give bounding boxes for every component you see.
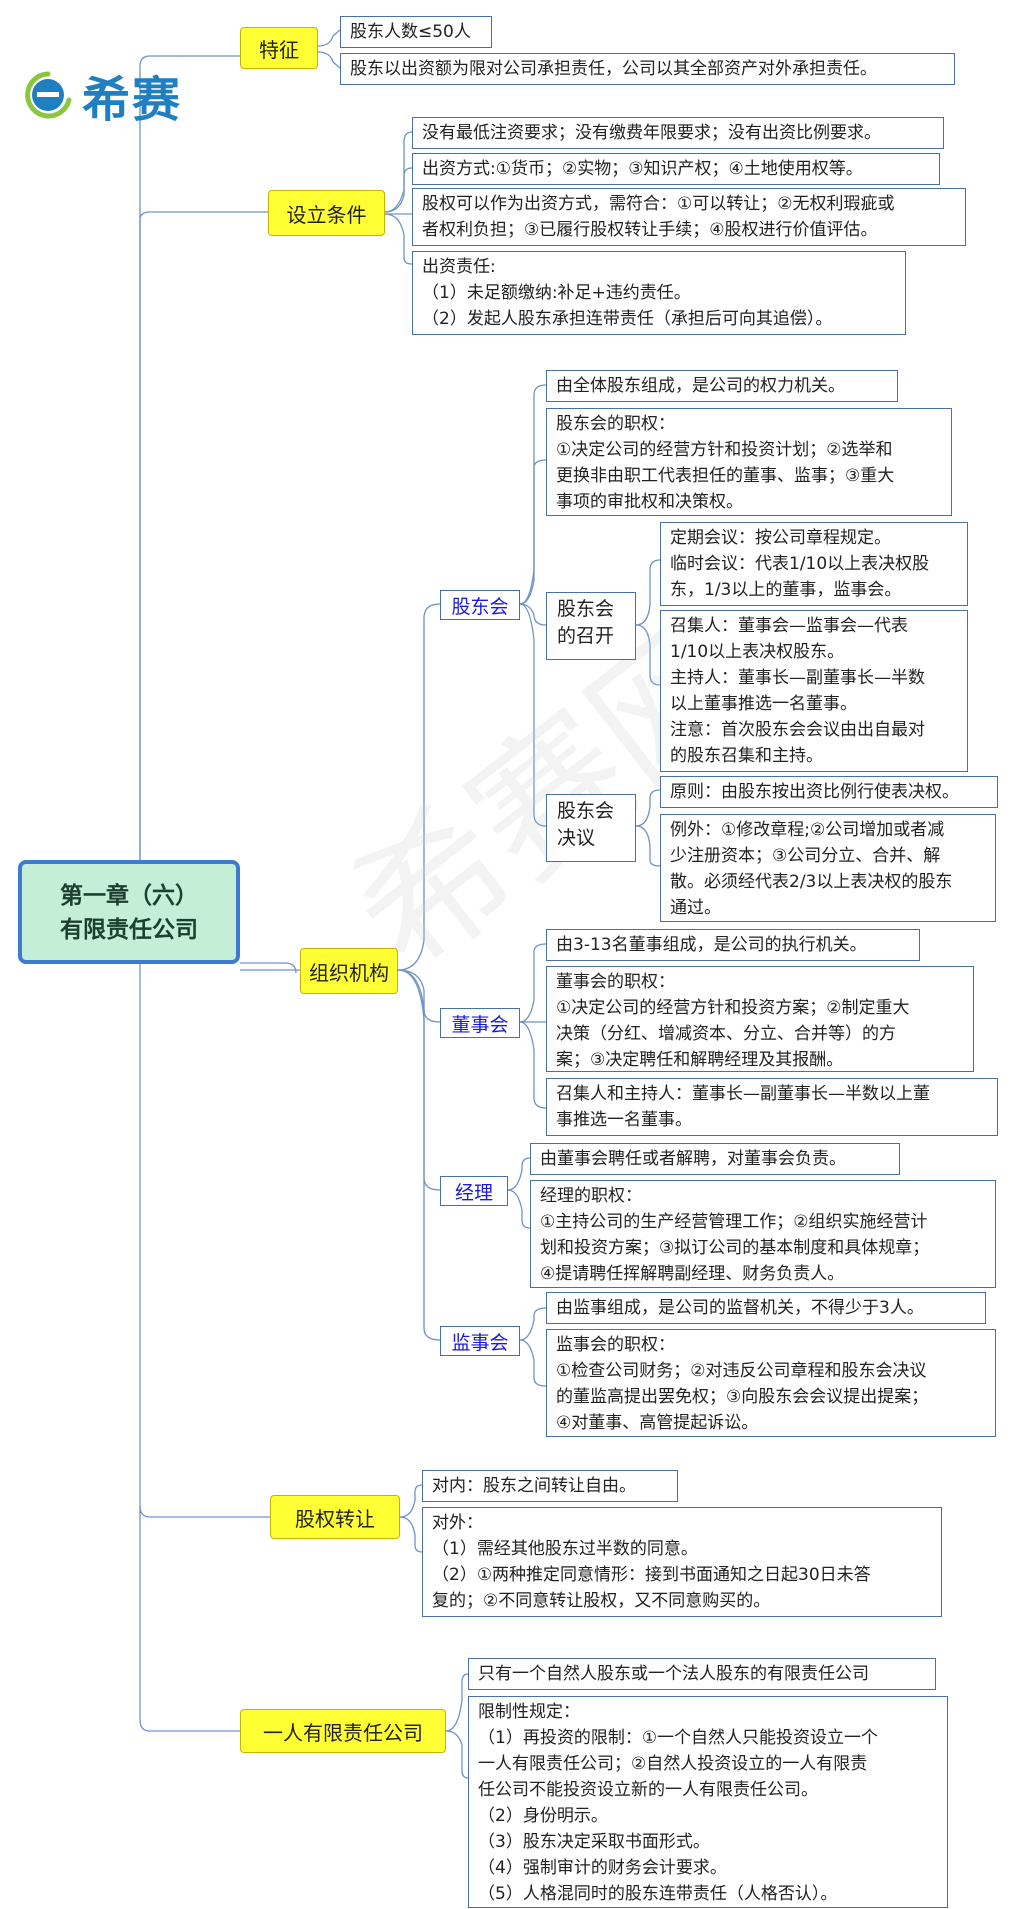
- guquan-item-1: 对内：股东之间转让自由。: [422, 1470, 678, 1502]
- root-topic: 第一章（六） 有限责任公司: [18, 860, 240, 964]
- zhaokai-item-2: 召集人：董事会—监事会—代表 1/10以上表决权股东。 主持人：董事长—副董事长…: [660, 610, 968, 772]
- node-gudonghui-jueyi: 股东会 决议: [546, 794, 636, 862]
- sheli-item-2: 出资方式:①货币；②实物；③知识产权；④土地使用权等。: [412, 153, 940, 185]
- node-dongshihui: 董事会: [440, 1008, 520, 1038]
- dongshihui-item-1: 由3-13名董事组成，是公司的执行机关。: [546, 929, 920, 961]
- node-gudonghui: 股东会: [440, 590, 520, 620]
- yiren-item-2: 限制性规定： （1）再投资的限制：①一个自然人只能投资设立一个 一人有限责任公司…: [468, 1696, 948, 1908]
- node-jianshihui: 监事会: [440, 1326, 520, 1356]
- guquan-item-2: 对外： （1）需经其他股东过半数的同意。 （2）①两种推定同意情形：接到书面通知…: [422, 1507, 942, 1617]
- jianshihui-item-1: 由监事组成，是公司的监督机关，不得少于3人。: [546, 1292, 986, 1324]
- gudonghui-item-1: 由全体股东组成，是公司的权力机关。: [546, 370, 898, 402]
- branch-guquan: 股权转让: [270, 1495, 400, 1539]
- yiren-item-1: 只有一个自然人股东或一个法人股东的有限责任公司: [468, 1658, 936, 1690]
- zhaokai-item-1: 定期会议：按公司章程规定。 临时会议：代表1/10以上表决权股 东，1/3以上的…: [660, 522, 968, 606]
- node-gudonghui-zhaokai: 股东会 的召开: [546, 592, 636, 660]
- gudonghui-item-2: 股东会的职权： ①决定公司的经营方针和投资计划；②选举和 更换非由职工代表担任的…: [546, 408, 952, 516]
- sheli-item-4: 出资责任: （1）未足额缴纳:补足+违约责任。 （2）发起人股东承担连带责任（承…: [412, 251, 906, 335]
- branch-sheli: 设立条件: [268, 190, 385, 236]
- tezheng-item-2: 股东以出资额为限对公司承担责任，公司以其全部资产对外承担责任。: [340, 53, 955, 85]
- jingli-item-2: 经理的职权： ①主持公司的生产经营管理工作；②组织实施经营计 划和投资方案；③拟…: [530, 1180, 996, 1288]
- tezheng-item-1: 股东人数≤50人: [340, 16, 492, 48]
- node-jingli: 经理: [440, 1176, 508, 1206]
- jueyi-item-2: 例外：①修改章程;②公司增加或者减 少注册资本；③公司分立、合并、解 散。必须经…: [660, 814, 996, 922]
- branch-tezheng: 特征: [240, 27, 318, 69]
- branch-yiren: 一人有限责任公司: [240, 1709, 446, 1753]
- xisai-logo: 希赛: [20, 60, 182, 130]
- dongshihui-item-3: 召集人和主持人：董事长—副董事长—半数以上董 事推选一名董事。: [546, 1078, 998, 1136]
- sheli-item-1: 没有最低注资要求；没有缴费年限要求；没有出资比例要求。: [412, 117, 944, 149]
- dongshihui-item-2: 董事会的职权： ①决定公司的经营方针和投资方案；②制定重大 决策（分红、增减资本…: [546, 966, 974, 1072]
- branch-zuzhi: 组织机构: [300, 948, 398, 994]
- jueyi-item-1: 原则：由股东按出资比例行使表决权。: [660, 776, 998, 808]
- e-logo-icon: [20, 70, 76, 120]
- jingli-item-1: 由董事会聘任或者解聘，对董事会负责。: [530, 1143, 900, 1175]
- logo-text: 希赛: [82, 72, 183, 128]
- sheli-item-3: 股权可以作为出资方式，需符合：①可以转让；②无权利瑕疵或 者权利负担；③已履行股…: [412, 188, 966, 246]
- jianshihui-item-2: 监事会的职权： ①检查公司财务；②对违反公司章程和股东会决议 的董监高提出罢免权…: [546, 1329, 996, 1437]
